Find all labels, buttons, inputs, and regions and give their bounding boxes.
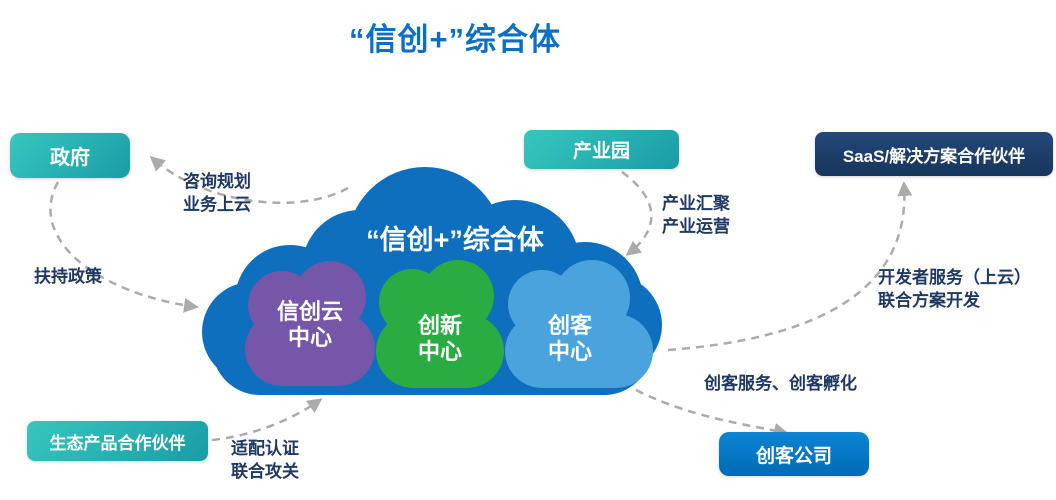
xinchuang-cloud-center-line1: 信创云 xyxy=(276,299,343,324)
xinchuang-cloud-center-line2: 中心 xyxy=(287,325,332,350)
node-maker-company: 创客公司 xyxy=(719,432,869,476)
arrow-government-to-cloud xyxy=(49,181,199,313)
edge-label-adaptation-line1: 适配认证 xyxy=(231,439,299,458)
innovation-center-line1: 创新 xyxy=(417,313,462,338)
innovation-center-line2: 中心 xyxy=(417,339,462,364)
edge-label-industry: 产业汇聚 产业运营 xyxy=(650,192,742,238)
edge-label-consulting-line2: 业务上云 xyxy=(183,195,251,214)
edge-label-developer-line2: 联合方案开发 xyxy=(878,291,980,310)
arrow-eco-partner-to-cloud xyxy=(211,398,323,442)
maker-center-label: 创客 中心 xyxy=(505,313,635,365)
node-industrial-park-label: 产业园 xyxy=(572,141,630,162)
edge-label-developer: 开发者服务（上云） 联合方案开发 xyxy=(878,266,1031,312)
xinchuang-cloud-center-shape xyxy=(245,261,375,386)
node-industrial-park: 产业园 xyxy=(524,130,679,169)
maker-center-line1: 创客 xyxy=(547,313,592,338)
node-eco-partner: 生态产品合作伙伴 xyxy=(27,421,208,461)
edge-label-maker-service-line1: 创客服务、创客孵化 xyxy=(704,374,857,393)
edge-label-policy: 扶持政策 xyxy=(34,265,102,288)
connector-arrows xyxy=(49,156,913,442)
arrow-cloud-to-maker-company xyxy=(635,388,789,438)
edge-label-maker-service: 创客服务、创客孵化 xyxy=(704,372,857,395)
node-eco-partner-label: 生态产品合作伙伴 xyxy=(49,433,186,453)
node-government-label: 政府 xyxy=(50,147,90,169)
edge-label-consulting: 咨询规划 业务上云 xyxy=(171,170,263,216)
arrow-park-to-cloud xyxy=(621,170,653,256)
node-saas-partner-label: SaaS/解决方案合作伙伴 xyxy=(842,146,1026,166)
edge-label-industry-line1: 产业汇聚 xyxy=(662,194,730,213)
edge-label-consulting-line1: 咨询规划 xyxy=(183,172,251,191)
edge-label-adaptation: 适配认证 联合攻关 xyxy=(229,437,301,483)
node-maker-company-label: 创客公司 xyxy=(755,445,832,467)
edge-label-developer-line1: 开发者服务（上云） xyxy=(878,268,1031,287)
innovation-center-label: 创新 中心 xyxy=(376,313,504,365)
diagram-title: “信创+”综合体 xyxy=(348,22,562,57)
edge-label-policy-line1: 扶持政策 xyxy=(34,267,102,286)
edge-label-industry-line2: 产业运营 xyxy=(662,217,730,236)
innovation-center-shape xyxy=(376,260,504,388)
maker-center-line2: 中心 xyxy=(547,339,592,364)
xinchuang-cloud-center-label: 信创云 中心 xyxy=(245,299,375,351)
main-cloud-label: “信创+”综合体 xyxy=(366,225,544,255)
maker-center-shape xyxy=(505,260,653,388)
edge-label-adaptation-line2: 联合攻关 xyxy=(231,462,299,481)
arrow-cloud-to-saas-partner xyxy=(667,181,913,352)
arrow-cloud-to-government xyxy=(149,156,349,204)
node-saas-partner: SaaS/解决方案合作伙伴 xyxy=(815,132,1053,176)
node-government: 政府 xyxy=(10,133,130,178)
